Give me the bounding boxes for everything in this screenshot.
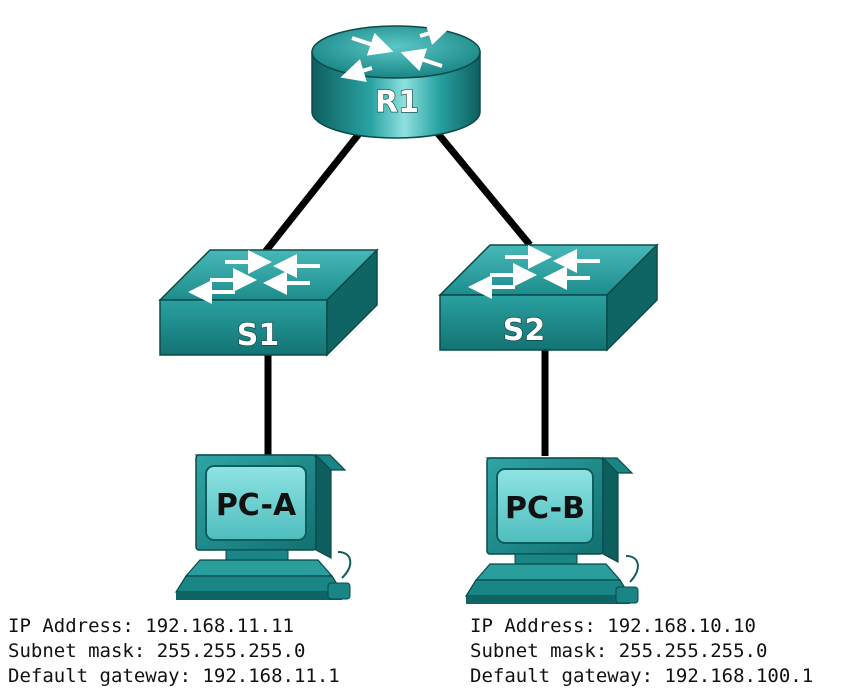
- pc-a-ip-config: IP Address: 192.168.11.11 Subnet mask: 2…: [8, 614, 340, 689]
- router-r1[interactable]: R1: [311, 21, 481, 139]
- link-r1-s2: [432, 127, 533, 248]
- pc-icon: [464, 456, 639, 604]
- switch-s1[interactable]: S1: [158, 248, 379, 357]
- switch-icon: [158, 248, 379, 357]
- pc-b-label: PC-B: [505, 491, 585, 526]
- pc-b-subnet-mask: Subnet mask: 255.255.255.0: [470, 640, 768, 662]
- switch-icon: [438, 243, 659, 352]
- pc-b-default-gateway: Default gateway: 192.168.100.1: [470, 665, 814, 687]
- links: [262, 127, 549, 456]
- switch-s2[interactable]: S2: [438, 243, 659, 352]
- router-label: R1: [375, 85, 419, 120]
- switch-s2-label: S2: [503, 313, 545, 348]
- pc-a[interactable]: PC-A: [174, 453, 352, 600]
- pc-a-label: PC-A: [216, 488, 297, 523]
- pc-a-ip-address: IP Address: 192.168.11.11: [8, 615, 294, 637]
- pc-b-ip-address: IP Address: 192.168.10.10: [470, 615, 756, 637]
- pc-a-subnet-mask: Subnet mask: 255.255.255.0: [8, 640, 306, 662]
- switch-s1-label: S1: [237, 318, 279, 353]
- link-r1-s1: [262, 127, 365, 255]
- pc-icon: [174, 453, 352, 600]
- pc-a-default-gateway: Default gateway: 192.168.11.1: [8, 665, 340, 687]
- pc-b[interactable]: PC-B: [464, 456, 639, 604]
- pc-b-ip-config: IP Address: 192.168.10.10 Subnet mask: 2…: [470, 614, 813, 689]
- router-icon: [311, 21, 481, 139]
